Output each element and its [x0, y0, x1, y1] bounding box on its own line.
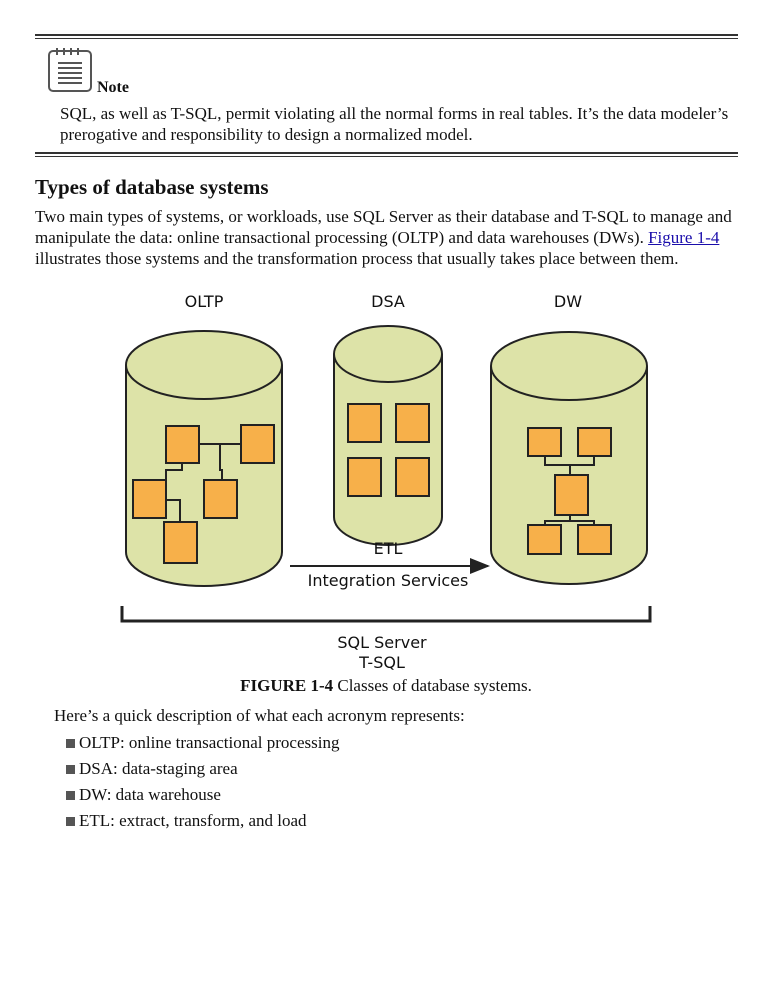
note-top-rule [35, 34, 738, 39]
dw-table [527, 427, 562, 457]
dsa-label: DSA [371, 292, 405, 311]
oltp-tables [132, 424, 275, 564]
list-item: DSA: data-staging area [66, 756, 339, 782]
dsa-table [395, 457, 430, 497]
dsa-tables [347, 403, 430, 497]
oltp-table [163, 521, 198, 564]
bullet-icon [66, 790, 75, 800]
dsa-table [395, 403, 430, 443]
list-item-text: DW: data warehouse [79, 785, 221, 804]
dw-label: DW [554, 292, 582, 311]
sql-server-bracket [120, 606, 652, 623]
intro-text-end: illustrates those systems and the transf… [35, 249, 679, 268]
oltp-label: OLTP [185, 292, 224, 311]
figure-caption: FIGURE 1-4 Classes of database systems. [0, 676, 772, 696]
section-heading: Types of database systems [35, 175, 269, 199]
dw-table [577, 427, 612, 457]
dsa-table [347, 457, 382, 497]
oltp-table [132, 479, 167, 519]
bullet-icon [66, 764, 75, 774]
dw-table [554, 474, 589, 516]
bullet-icon [66, 816, 75, 826]
list-item: OLTP: online transactional processing [66, 730, 339, 756]
dsa-table [347, 403, 382, 443]
note-label: Note [97, 79, 129, 96]
dw-table [527, 524, 562, 555]
oltp-table [203, 479, 238, 519]
oltp-table [240, 424, 275, 464]
dw-tables [527, 427, 612, 555]
note-text: SQL, as well as T-SQL, permit violating … [60, 104, 729, 144]
note-icon [48, 48, 92, 92]
dsa-cylinder [333, 325, 443, 546]
section-intro: Two main types of systems, or workloads,… [35, 206, 741, 269]
figure-caption-number: FIGURE 1-4 [240, 676, 334, 695]
list-item-text: ETL: extract, transform, and load [79, 811, 307, 830]
list-item-text: DSA: data-staging area [79, 759, 238, 778]
acronym-intro: Here’s a quick description of what each … [54, 706, 465, 725]
tsql-label: T-SQL [358, 653, 405, 672]
intro-text-start: Two main types of systems, or workloads,… [35, 207, 732, 247]
database-systems-figure: OLTP DSA DW [120, 292, 652, 672]
list-item-text: OLTP: online transactional processing [79, 733, 340, 752]
oltp-table [165, 425, 200, 464]
list-item: ETL: extract, transform, and load [66, 808, 339, 834]
sql-server-label: SQL Server [337, 633, 427, 652]
dw-table [577, 524, 612, 555]
dw-cylinder [490, 331, 648, 585]
dw-relationships [544, 456, 595, 525]
etl-label: ETL [374, 539, 403, 558]
integration-services-label: Integration Services [308, 571, 469, 590]
figure-link[interactable]: Figure 1-4 [648, 228, 720, 247]
bullet-icon [66, 738, 75, 748]
note-bottom-rule [35, 152, 738, 157]
figure-caption-text: Classes of database systems. [333, 676, 532, 695]
list-item: DW: data warehouse [66, 782, 339, 808]
acronym-list: OLTP: online transactional processing DS… [66, 730, 339, 834]
